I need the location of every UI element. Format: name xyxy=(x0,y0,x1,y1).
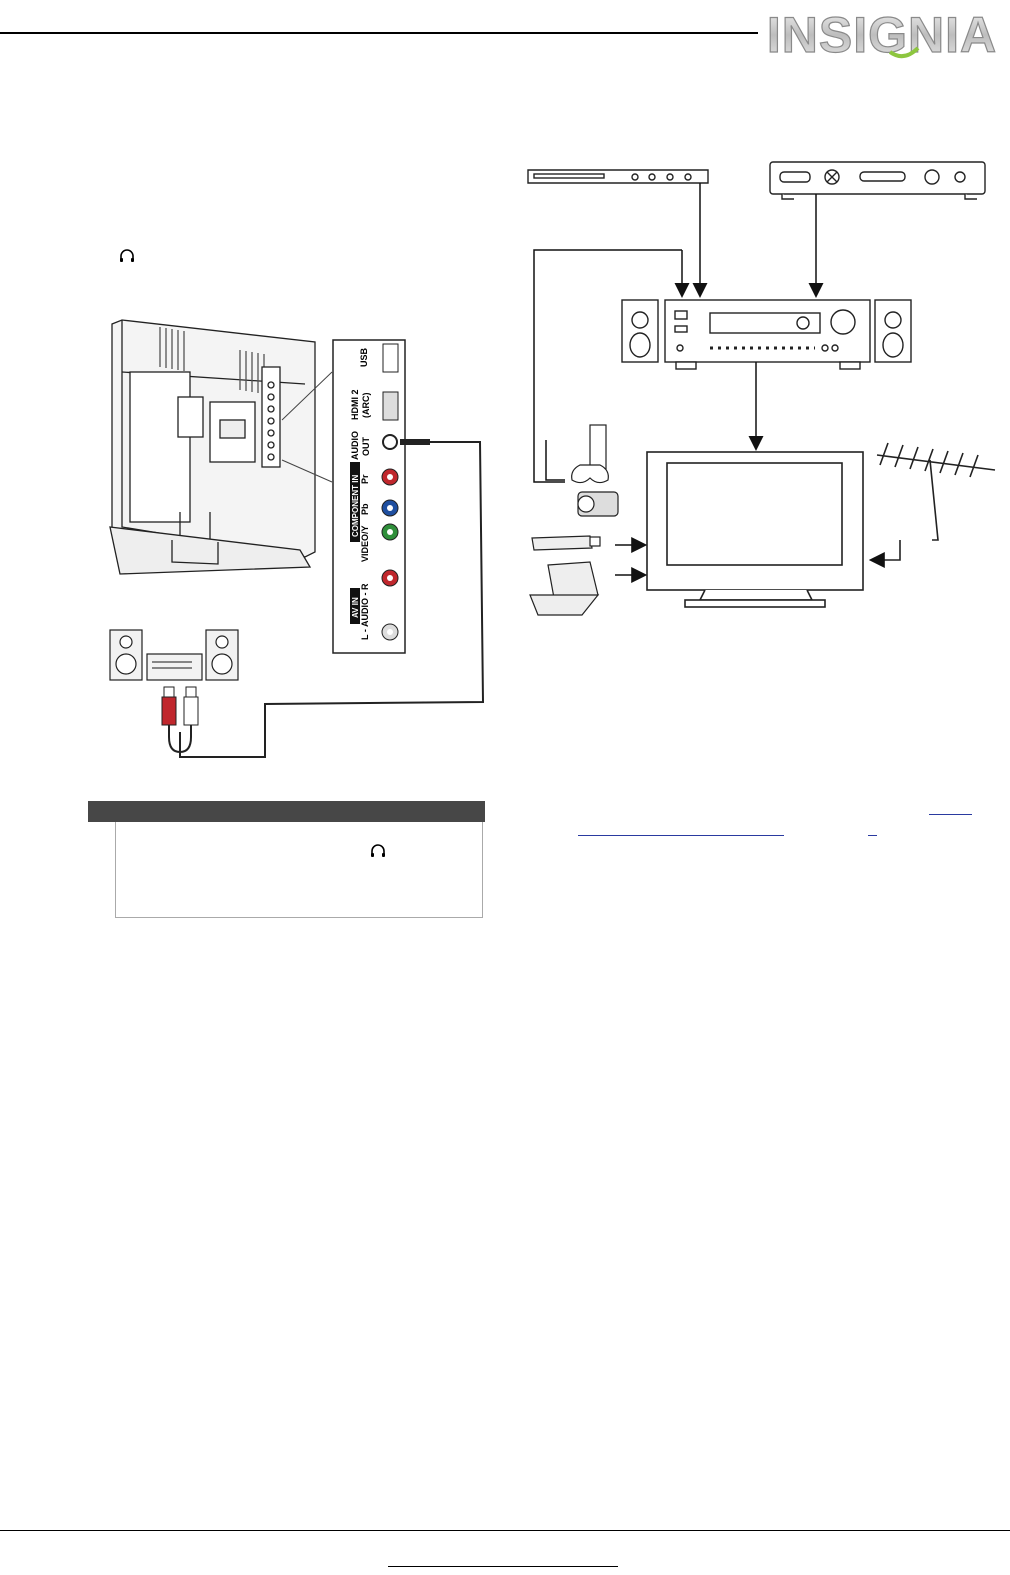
tv-back-illustration xyxy=(109,319,316,575)
stereo-system xyxy=(109,629,239,681)
home-theater-connection-diagram xyxy=(527,161,996,616)
footer-page-rule xyxy=(388,1566,618,1567)
link-underline xyxy=(578,835,784,836)
label-audio-out-2: OUT xyxy=(361,437,371,457)
label-pr: Pr xyxy=(360,474,370,484)
audio-out-connection-diagram: USB HDMI 2 (ARC) AUDIO OUT Pr Pb VIDEO/Y… xyxy=(109,319,485,758)
svg-text:INSIGNIA: INSIGNIA xyxy=(767,7,997,63)
game-console xyxy=(571,424,609,484)
link-underline xyxy=(868,835,877,836)
label-audio-lr: L - AUDIO - R xyxy=(360,583,370,640)
cable-box xyxy=(769,161,986,200)
note-header xyxy=(88,801,485,822)
label-hdmi2: HDMI 2 xyxy=(350,389,360,420)
laptop xyxy=(529,561,600,616)
camcorder xyxy=(577,491,619,517)
headphone-icon xyxy=(120,249,134,262)
note-body xyxy=(115,822,483,918)
footer-rule xyxy=(0,1530,1010,1531)
label-av-in: AV IN xyxy=(351,597,360,618)
dvd-player xyxy=(527,169,709,184)
av-receiver xyxy=(621,299,912,370)
label-video-y: VIDEO/Y xyxy=(360,525,370,562)
label-pb: Pb xyxy=(360,503,370,515)
link-underline xyxy=(929,814,972,815)
antenna xyxy=(868,442,996,568)
tv-front xyxy=(646,451,864,608)
label-audio-out-1: AUDIO xyxy=(350,431,360,460)
note-box xyxy=(88,801,485,918)
label-usb: USB xyxy=(359,347,369,367)
usb-drive xyxy=(531,535,601,551)
connector-panel: USB HDMI 2 (ARC) AUDIO OUT Pr Pb VIDEO/Y… xyxy=(332,339,406,654)
insignia-logo: INSIGNIA xyxy=(766,6,997,63)
header-rule xyxy=(0,32,758,34)
label-component-in: COMPONENT IN xyxy=(351,475,360,537)
rca-plugs xyxy=(161,686,199,754)
headphone-icon xyxy=(371,844,385,857)
label-arc: (ARC) xyxy=(361,393,371,419)
